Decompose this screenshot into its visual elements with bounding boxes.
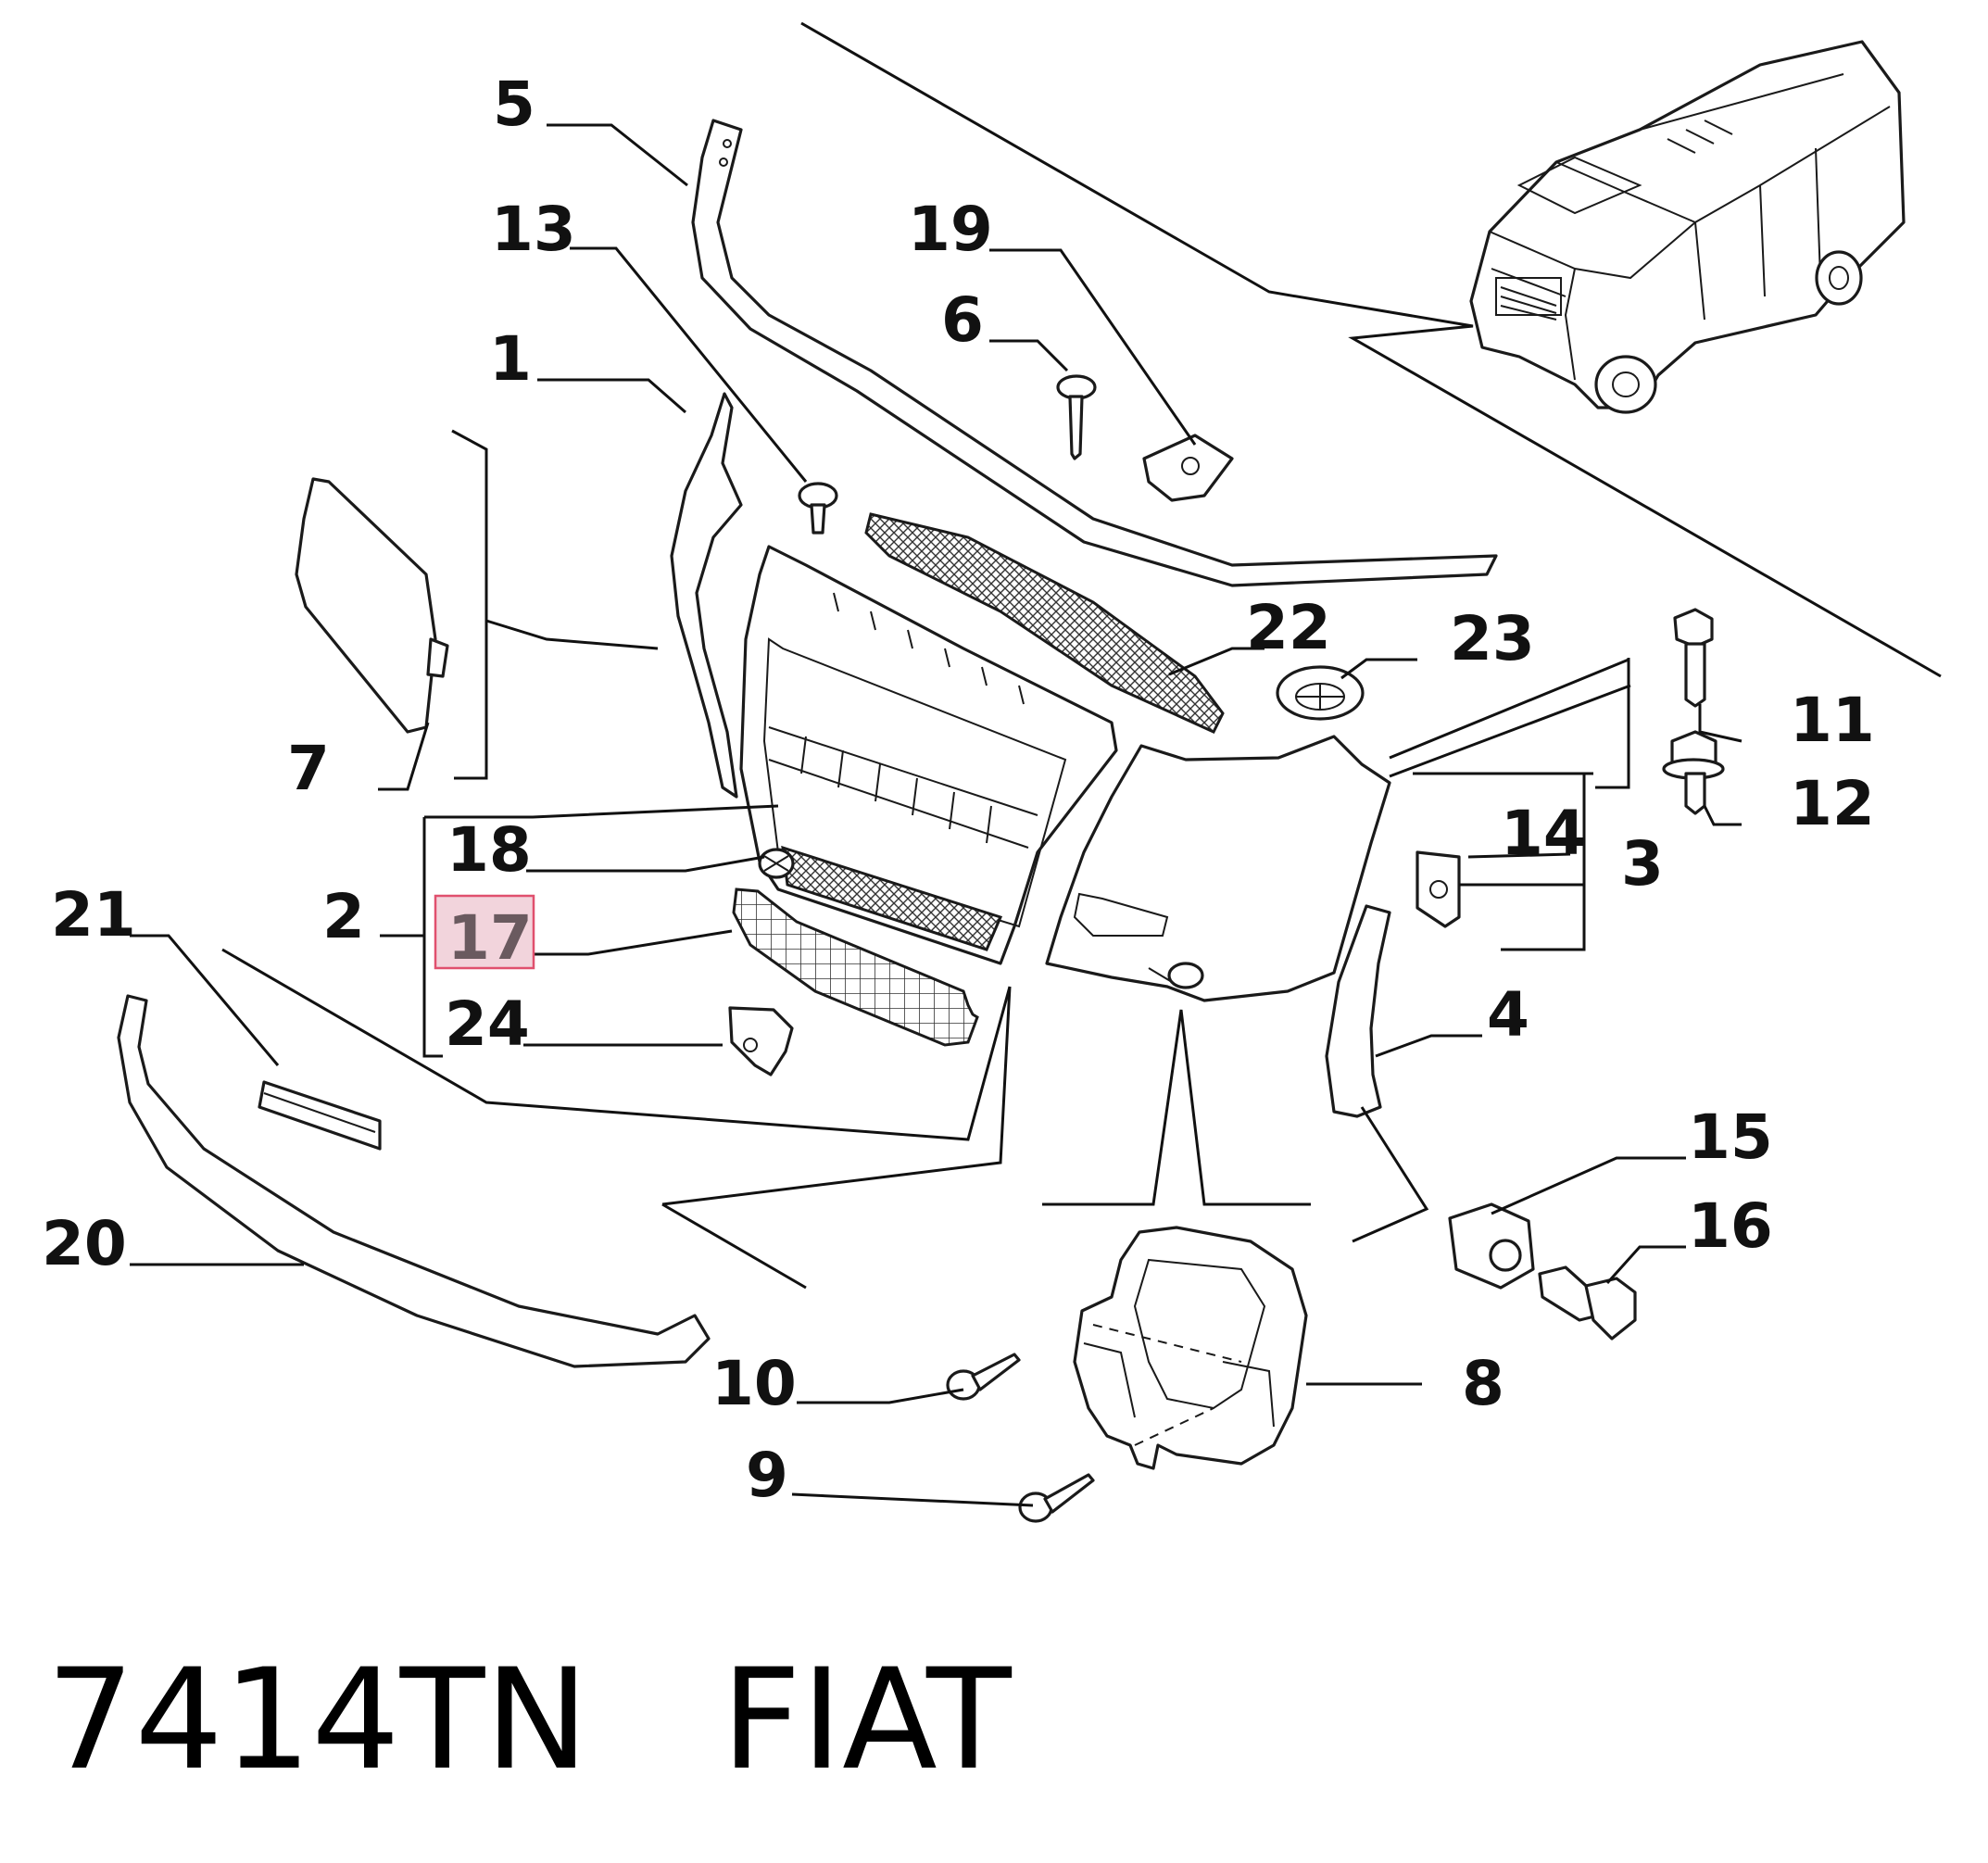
lower-grille-part (732, 887, 979, 1047)
callout-21: 21 (51, 879, 136, 950)
callout-1: 1 (489, 323, 532, 395)
splash-guard-part (1073, 1226, 1308, 1470)
callout-13: 13 (491, 194, 576, 265)
callout-20: 20 (42, 1208, 127, 1279)
side-trim-part (670, 392, 743, 799)
grommet-part (1276, 665, 1365, 721)
part-number: 7414TN (46, 1640, 589, 1801)
callout-23: 23 (1450, 603, 1535, 674)
screw-part-6 (1056, 374, 1097, 460)
callout-16: 16 (1688, 1190, 1773, 1262)
callout-19: 19 (908, 194, 993, 265)
clip-nut-part (1142, 434, 1234, 502)
callout-5: 5 (493, 69, 535, 140)
bolt-part-11 (1673, 608, 1714, 708)
leader-lines (130, 123, 1743, 1507)
callout-numbers: 5 13 19 6 1 7 22 23 11 12 14 3 18 2 21 1… (42, 69, 1875, 1511)
wheel-arch-trim-part (1325, 904, 1391, 1118)
callout-11: 11 (1790, 685, 1875, 756)
callout-12: 12 (1790, 768, 1875, 839)
screw-part-10 (946, 1353, 1021, 1401)
callout-18: 18 (447, 814, 532, 886)
upper-trim-strip (691, 119, 1498, 587)
footer-caption: 7414TN FIAT (46, 1640, 1012, 1801)
emblem-part (758, 848, 795, 879)
bumper-corner-part (1045, 735, 1391, 1002)
callout-10: 10 (711, 1348, 797, 1419)
clip-part-14 (1416, 850, 1461, 928)
bushing-part (1448, 1202, 1535, 1290)
bolt-part-12 (1662, 730, 1725, 815)
seal-strip-part (258, 1080, 382, 1151)
vehicle-reference-line (800, 21, 1942, 678)
bolt-part-16 (1538, 1265, 1637, 1341)
footer-gap (589, 1640, 722, 1801)
callout-24: 24 (445, 988, 530, 1060)
callout-17: 17 (447, 902, 533, 974)
callout-2: 2 (322, 881, 365, 952)
bracket-part-24 (728, 1006, 794, 1076)
lower-lip-part (117, 994, 711, 1368)
callout-15: 15 (1688, 1101, 1773, 1173)
brand-name: FIAT (721, 1640, 1012, 1801)
callout-7: 7 (287, 733, 330, 804)
callout-3: 3 (1621, 828, 1664, 900)
van-illustration (1469, 40, 1906, 414)
callout-9: 9 (746, 1440, 788, 1511)
screw-part-9 (1018, 1473, 1095, 1523)
callout-14: 14 (1501, 798, 1586, 869)
callout-22: 22 (1246, 592, 1331, 663)
callout-8: 8 (1462, 1348, 1504, 1419)
callout-6: 6 (941, 284, 984, 356)
push-clip-part (798, 482, 838, 535)
callout-4: 4 (1487, 979, 1529, 1051)
tow-hook-cover-part (295, 477, 449, 734)
mesh-strip-part (864, 512, 1225, 734)
callout-17-highlight (434, 894, 535, 970)
